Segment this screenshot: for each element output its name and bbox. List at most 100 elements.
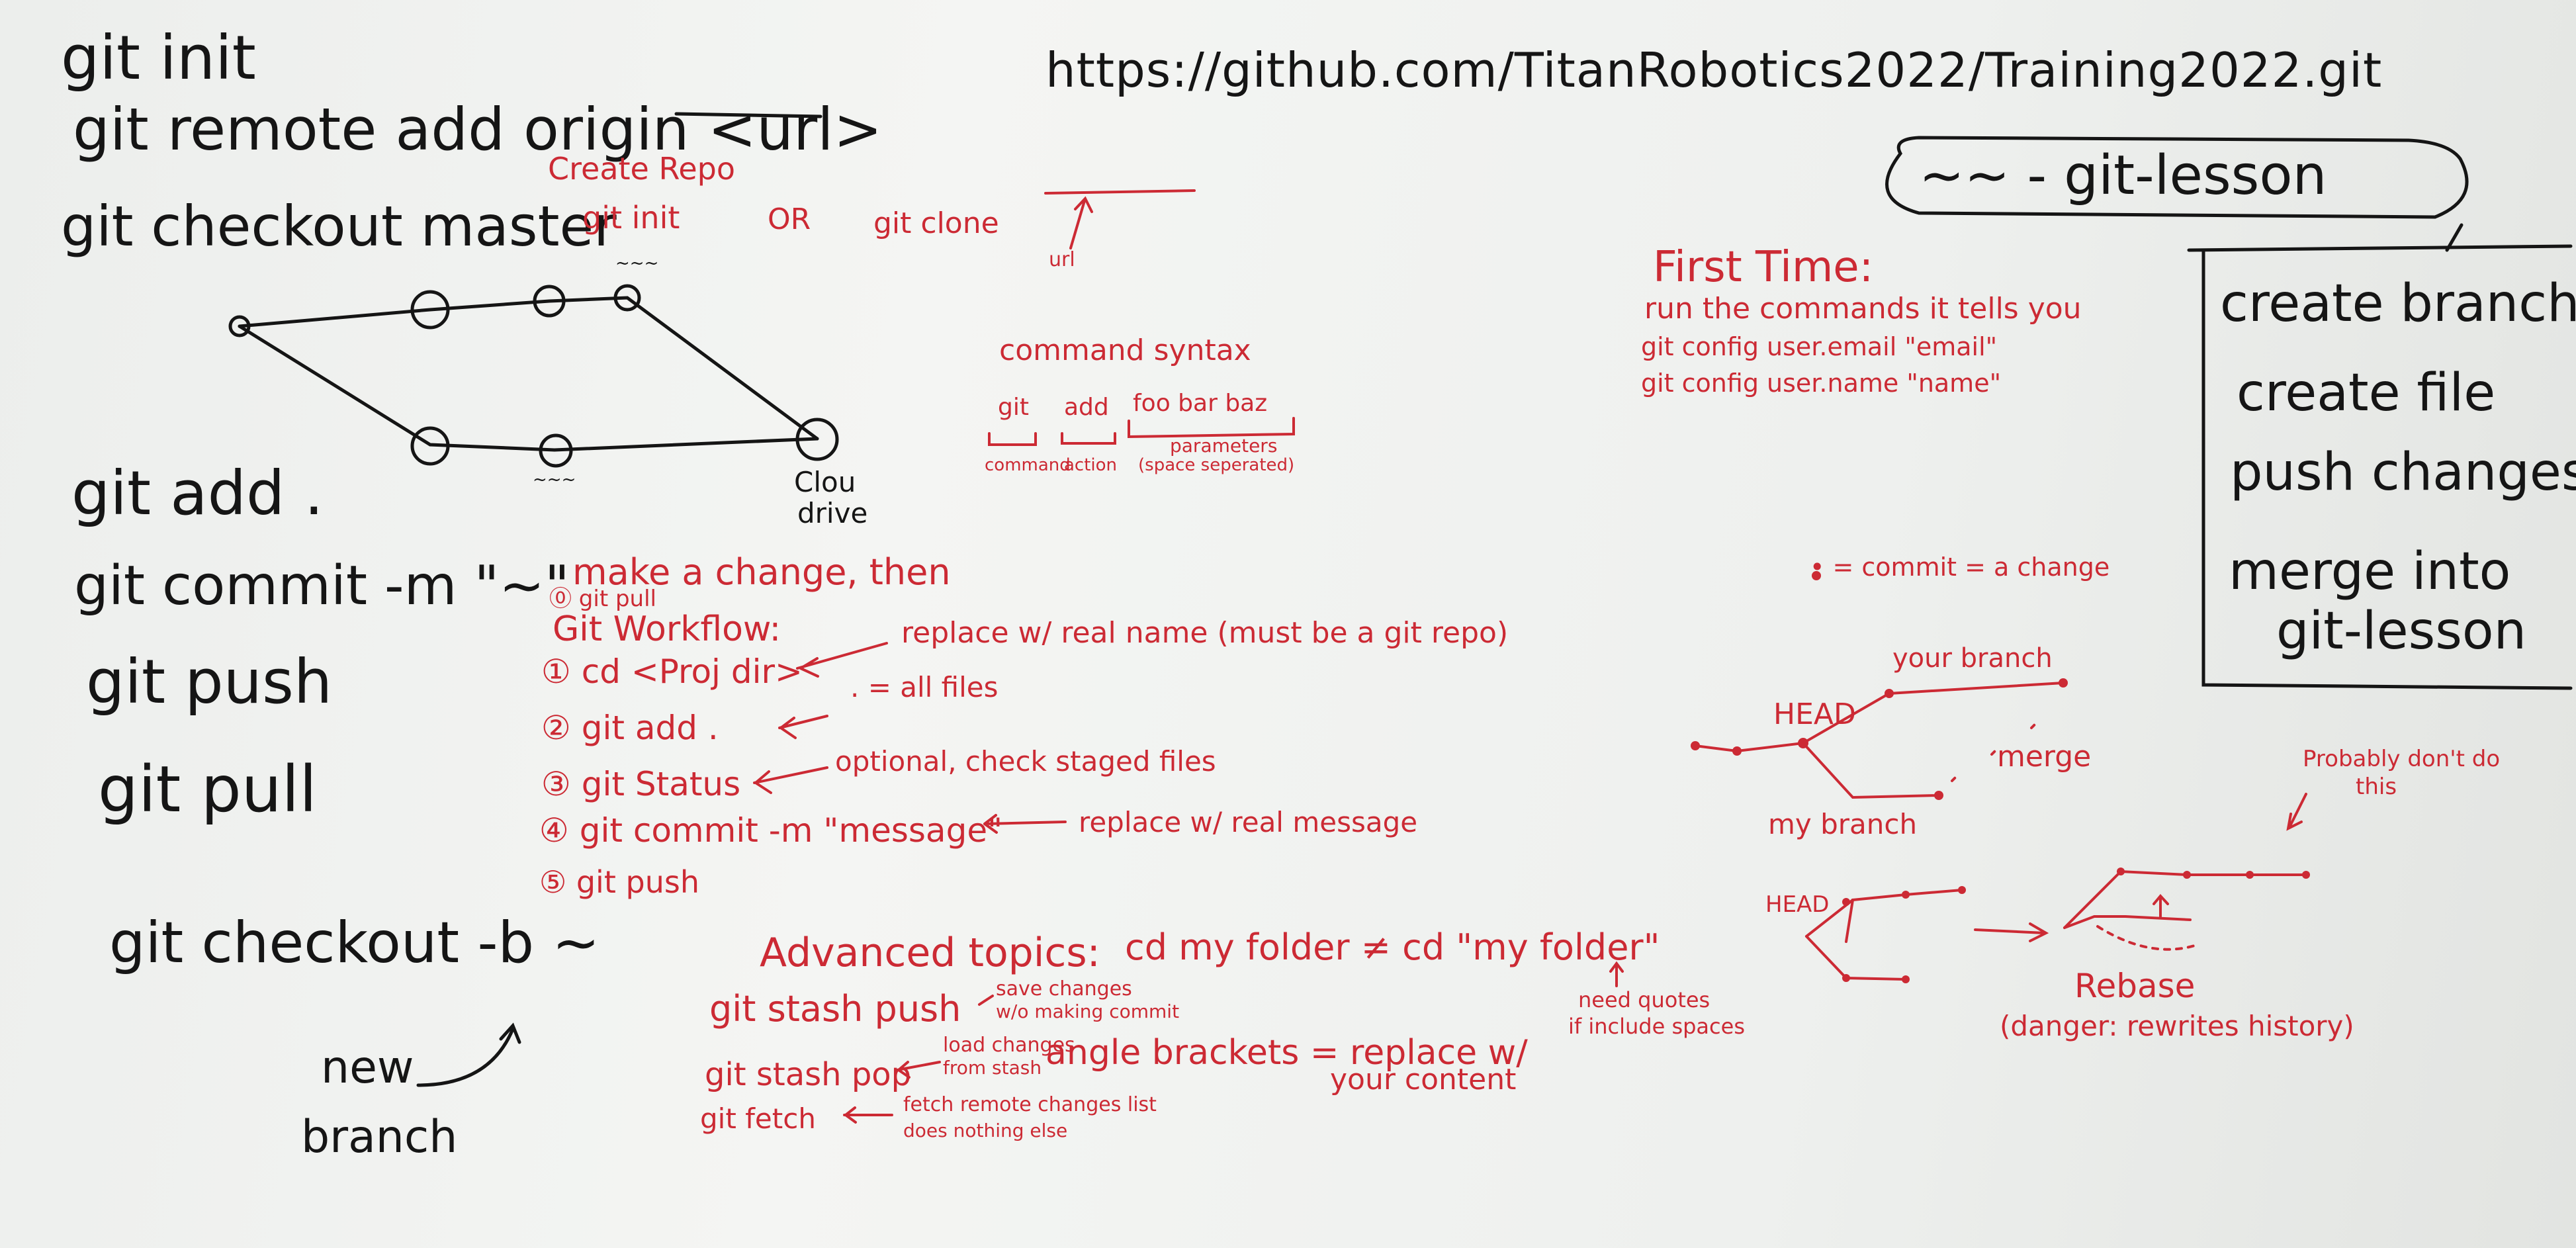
cmd-checkout-b: git checkout -b ~	[109, 910, 600, 976]
task-item-1: create branch	[2220, 274, 2576, 334]
graph-label-bottom: ~~~	[533, 470, 576, 490]
advanced-quotes-note-2: if include spaces	[1568, 1014, 1745, 1039]
git-lesson-bubble-outline	[1885, 136, 2469, 219]
syntax-label-parameters: parameters	[1170, 435, 1278, 457]
bracket-params	[1128, 417, 1295, 439]
workflow-step2: ② git add .	[541, 709, 719, 747]
bracket-action	[1061, 432, 1116, 445]
angle-brackets-1: angle brackets = replace w/	[1045, 1033, 1528, 1073]
commit-dot	[1842, 974, 1850, 982]
workflow-step1-note: replace w/ real name (must be a git repo…	[901, 616, 1509, 650]
graph-label-end-1: Clou	[794, 466, 856, 498]
syntax-add: add	[1064, 394, 1109, 421]
workflow-intro: make a change, then	[572, 551, 951, 593]
stash-push-note-1: save changes	[996, 977, 1132, 1001]
arrow-step2	[778, 715, 828, 739]
merge-label: merge	[1997, 740, 2092, 774]
commit-dot	[1934, 791, 1943, 800]
commit-dot	[1885, 689, 1894, 698]
url-underline	[674, 112, 822, 118]
new-branch-label-1: new	[321, 1042, 414, 1094]
graph-label-top: ~~~	[615, 253, 659, 273]
graph-node	[539, 433, 573, 468]
rebase-arrow	[1974, 922, 2049, 942]
new-branch-label-2: branch	[301, 1111, 458, 1163]
arrow-quotes	[1609, 961, 1624, 987]
graph-node	[533, 285, 566, 318]
workflow-step3-note: optional, check staged files	[835, 745, 1216, 778]
commit-dot	[2246, 871, 2254, 879]
commit-dot	[2302, 871, 2310, 879]
task-item-5: git-lesson	[2276, 602, 2527, 661]
cmd-git-push: git push	[86, 646, 333, 717]
merge-dashes	[1951, 720, 2039, 782]
commit-dot	[1812, 571, 1821, 580]
workflow-step4: ④ git commit -m "message"	[539, 811, 1003, 850]
commit-dot	[2117, 868, 2125, 875]
task-item-4: merge into	[2229, 542, 2511, 602]
create-repo-label: Create Repo	[548, 151, 736, 187]
url-underline-red	[1044, 189, 1196, 195]
graph-label-end-2: drive	[797, 497, 868, 529]
stash-pop: git stash pop	[705, 1056, 912, 1093]
workflow-step3: ③ git Status	[541, 765, 741, 803]
graph-node	[795, 418, 839, 461]
angle-brackets-2: your content	[1330, 1063, 1517, 1096]
commit-legend: • = commit = a change	[1810, 553, 2110, 582]
rebase-dashed	[2096, 925, 2198, 951]
graph-node	[228, 315, 251, 337]
graph-bottom-line	[238, 324, 819, 452]
workflow-step4-note: replace w/ real message	[1079, 806, 1418, 838]
rebase-bottom	[2063, 915, 2192, 929]
new-branch-arrow	[416, 1027, 515, 1087]
fetch-note-1: fetch remote changes list	[903, 1093, 1157, 1116]
syntax-label-action: action	[1064, 455, 1118, 475]
advanced-quotes-note-1: need quotes	[1578, 987, 1710, 1012]
cmd-checkout-master: git checkout master	[61, 194, 617, 259]
commit-dot	[1958, 886, 1966, 894]
fetch-note-2: does nothing else	[903, 1120, 1068, 1141]
workflow-step5: ⑤ git push	[539, 864, 699, 900]
graph-node	[410, 290, 450, 330]
workflow-title: Git Workflow:	[553, 609, 781, 649]
task-item-3: push changes	[2230, 443, 2576, 502]
branch2-top	[1845, 889, 1963, 943]
first-time-line3: git config user.name "name"	[1641, 369, 2002, 398]
stash-push: git stash push	[709, 988, 961, 1030]
syntax-label-command: command	[985, 455, 1071, 475]
bracket-command	[988, 432, 1037, 446]
stash-pop-note-2: from stash	[943, 1057, 1042, 1079]
commit-dot	[2059, 678, 2068, 688]
cmd-git-init: git init	[61, 22, 256, 93]
rebase-up-arrow	[2153, 893, 2169, 918]
stash-pop-note-1: load changes	[943, 1034, 1075, 1057]
rebase-note: (danger: rewrites history)	[2000, 1010, 2354, 1042]
head2-label: HEAD	[1765, 891, 1830, 918]
my-branch-label: my branch	[1768, 808, 1918, 840]
rebase-label: Rebase	[2074, 967, 2196, 1005]
graph-node	[613, 284, 641, 312]
dont-do-label-1: Probably don't do	[2303, 746, 2501, 772]
or-label: OR	[768, 202, 811, 236]
commit-dot	[1842, 898, 1850, 906]
first-time-line2: git config user.email "email"	[1641, 332, 1998, 361]
dont-do-label-2: this	[2356, 774, 2397, 800]
arrow-stash-pop	[896, 1061, 941, 1079]
syntax-label-space: (space seperated)	[1138, 455, 1295, 475]
repo-url: https://github.com/TitanRobotics2022/Tra…	[1045, 42, 2383, 98]
arrow-stash-push	[978, 995, 994, 1006]
commit-dot	[2183, 871, 2191, 879]
commit-dot	[1902, 891, 1910, 899]
advanced-title: Advanced topics:	[760, 930, 1100, 976]
git-fetch: git fetch	[700, 1102, 816, 1135]
git-clone-label: git clone	[873, 206, 999, 240]
workflow-step0: ⓪ git pull	[549, 586, 656, 612]
branch2-bottom	[1805, 935, 1907, 981]
command-syntax-title: command syntax	[999, 334, 1251, 367]
branch-line-mine	[1802, 742, 1940, 799]
graph-node	[410, 426, 450, 466]
cmd-git-commit: git commit -m "~"	[74, 555, 570, 617]
task-item-2: create file	[2237, 363, 2496, 423]
